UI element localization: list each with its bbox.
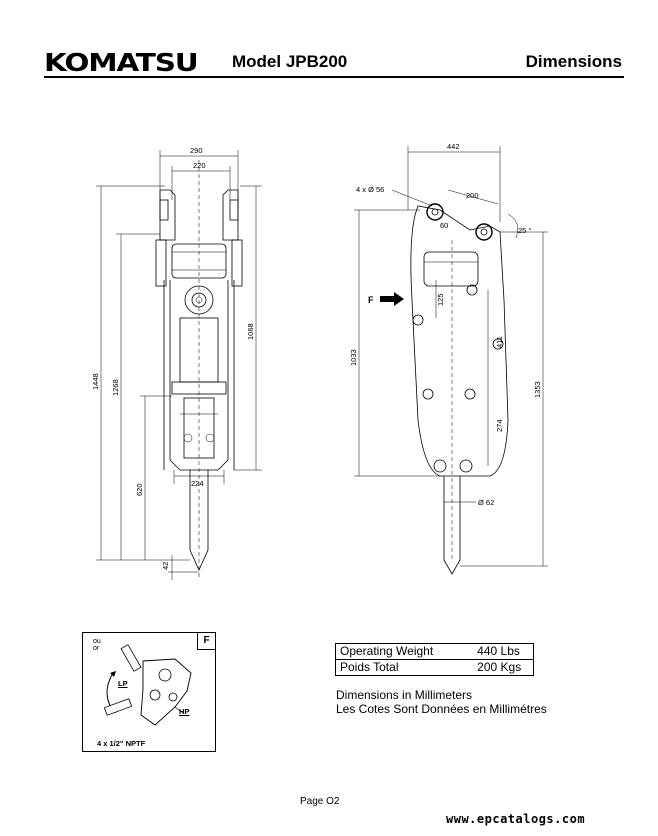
dim-224: 224 <box>191 479 204 488</box>
dim-1353: 1353 <box>533 381 542 398</box>
dim-125: 125 <box>436 293 445 306</box>
dim-1448: 1448 <box>91 373 100 390</box>
page-header: KOMATSU Model JPB200 Dimensions <box>44 44 622 78</box>
dim-411: 411 <box>495 336 504 348</box>
dim-phi-62: Ø 62 <box>478 498 494 507</box>
dim-25deg: 25 ° <box>518 226 531 235</box>
table-row: Poids Total 200 Kgs <box>336 660 534 676</box>
header-rule <box>44 76 624 78</box>
weight-value-lbs: 440 Lbs <box>437 643 534 660</box>
section-title: Dimensions <box>525 52 622 71</box>
dim-290: 290 <box>190 146 203 155</box>
inset-ou-or: ou or <box>93 638 101 652</box>
dim-1268: 1268 <box>111 379 120 396</box>
brand-logo: KOMATSU <box>44 48 199 77</box>
dim-274: 274 <box>495 419 504 432</box>
dim-60: 60 <box>440 221 448 230</box>
units-note: Dimensions in Millimeters Les Cotes Sont… <box>336 688 547 716</box>
dim-620: 620 <box>135 483 144 496</box>
low-pressure-label: LP <box>118 679 128 688</box>
dim-1033: 1033 <box>349 349 358 366</box>
page-number: Page O2 <box>300 796 340 807</box>
inset-tag: F <box>197 633 215 650</box>
dim-42: 42 <box>161 562 170 570</box>
watermark-text: www.epcatalogs.com <box>446 812 586 826</box>
port-detail-inset: F ou or LP HP 4 x 1/2" NPTF <box>82 632 216 752</box>
dim-200: 200 <box>466 191 479 200</box>
weight-table: Operating Weight 440 Lbs Poids Total 200… <box>335 643 535 676</box>
weight-value-kgs: 200 Kgs <box>477 660 522 674</box>
weight-label-fr: Poids Total <box>340 660 399 674</box>
high-pressure-label: HP <box>179 707 190 716</box>
arrow-label-f: F <box>368 295 374 305</box>
dim-4x56: 4 x Ø 56 <box>356 185 384 194</box>
side-view: 442 4 x Ø 56 200 60 25 ° Ø 62 F 1 <box>349 142 548 575</box>
table-row: Operating Weight 440 Lbs <box>335 643 534 660</box>
dim-1068: 1068 <box>246 323 255 340</box>
dim-220: 220 <box>193 161 206 170</box>
port-detail-drawing <box>103 644 192 726</box>
front-view: 290 220 224 <box>91 146 262 580</box>
model-title: Model JPB200 <box>232 52 348 71</box>
dim-442: 442 <box>447 142 460 151</box>
weight-label-en: Operating Weight <box>335 643 438 660</box>
fitting-spec: 4 x 1/2" NPTF <box>97 739 146 748</box>
